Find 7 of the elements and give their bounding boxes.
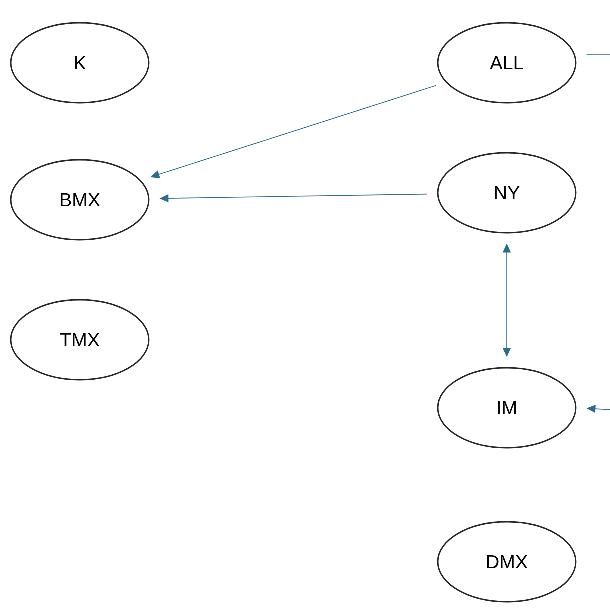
ellipse-node: BMX: [10, 159, 150, 241]
ellipse-node: NY: [437, 152, 577, 234]
ellipse-node: TMX: [10, 299, 150, 381]
ellipse-node: DMX: [437, 521, 577, 603]
ellipse-node: IM: [437, 367, 577, 449]
ellipse-node: ALL: [437, 22, 577, 104]
ellipse-node: K: [10, 22, 150, 104]
